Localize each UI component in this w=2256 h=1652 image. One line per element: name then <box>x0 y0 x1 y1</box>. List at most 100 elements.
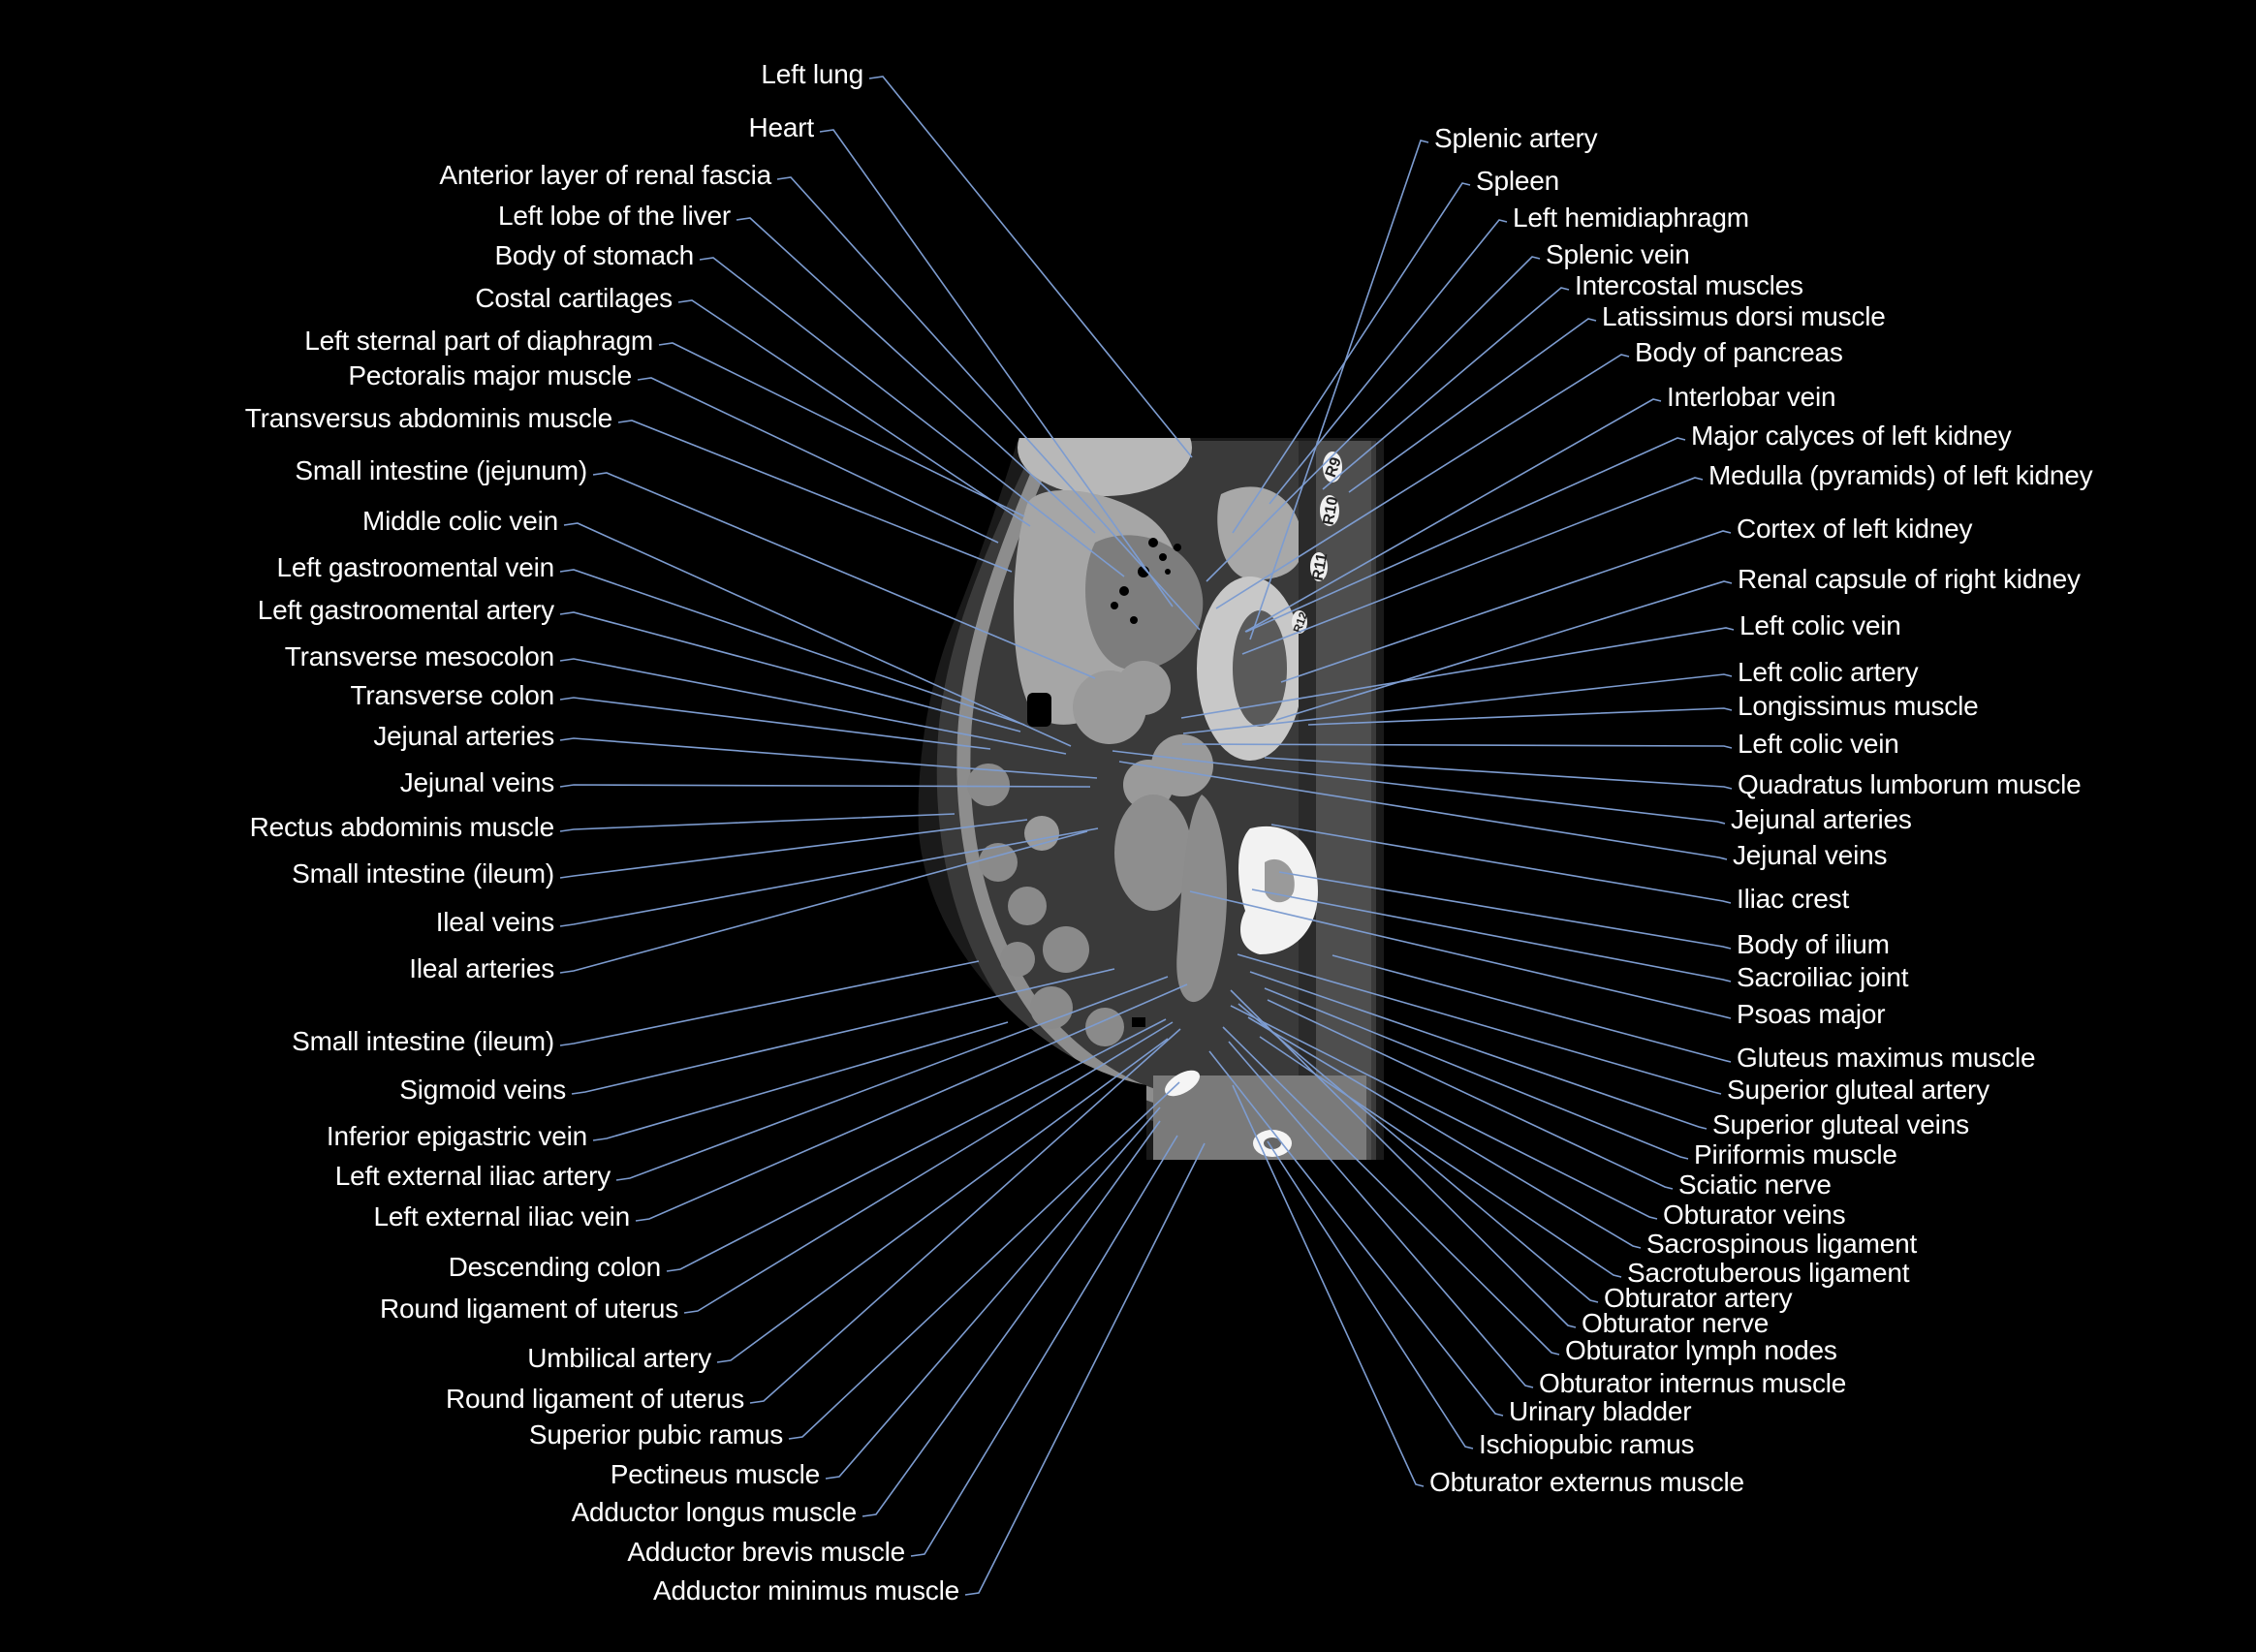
anatomy-label: Jejunal arteries <box>1731 804 1912 834</box>
anatomy-label: Inferior epigastric vein <box>326 1121 587 1151</box>
leader-line <box>615 976 1169 1181</box>
anatomy-label: Adductor minimus muscle <box>653 1575 959 1605</box>
anatomy-label: Left colic vein <box>1738 729 1899 759</box>
leader-line <box>1245 437 1686 633</box>
leader-line <box>1264 757 1733 790</box>
anatomy-label: Latissimus dorsi muscle <box>1602 301 1886 331</box>
leader-line <box>592 1021 1009 1141</box>
anatomy-label: Renal capsule of right kidney <box>1738 564 2081 594</box>
anatomy-label: Sigmoid veins <box>399 1075 566 1105</box>
anatomy-label: Umbilical artery <box>527 1343 711 1373</box>
anatomy-label: Piriformis muscle <box>1694 1139 1897 1169</box>
anatomy-label: Transverse colon <box>350 680 554 710</box>
anatomy-label: Interlobar vein <box>1667 382 1836 412</box>
leader-line <box>825 1107 1161 1480</box>
leader-line <box>571 968 1115 1095</box>
leader-line <box>1348 318 1597 493</box>
anatomy-label: Obturator lymph nodes <box>1565 1335 1837 1365</box>
leader-line <box>559 830 1088 974</box>
leader-line <box>617 420 1013 573</box>
anatomy-label: Obturator veins <box>1663 1200 1846 1230</box>
anatomy-label: Left gastroomental vein <box>276 552 555 582</box>
leader-line <box>1251 888 1732 982</box>
anatomy-label: Ileal arteries <box>409 953 554 983</box>
leader-line <box>677 299 1031 527</box>
leader-line <box>1206 256 1541 582</box>
anatomy-label: Small intestine (jejunum) <box>295 455 587 485</box>
anatomy-label: Middle colic vein <box>361 506 558 536</box>
leader-line <box>1264 987 1689 1160</box>
leader-line <box>1238 1003 1599 1303</box>
leader-line <box>1237 953 1722 1095</box>
leader-line <box>1244 398 1662 633</box>
leader-line <box>1247 1016 1642 1249</box>
anatomy-label: Quadratus lumborum muscle <box>1738 769 2082 799</box>
leader-line <box>559 827 1099 927</box>
anatomy-label: Urinary bladder <box>1509 1396 1692 1426</box>
ct-scan <box>918 438 1384 1160</box>
anatomy-label: Pectoralis major muscle <box>348 360 632 390</box>
anatomy-label: Body of stomach <box>494 240 694 270</box>
anatomy-label: Medulla (pyramids) of left kidney <box>1708 460 2093 490</box>
anatomy-label: Sacroiliac joint <box>1737 962 1909 992</box>
leader-line <box>1189 890 1732 1019</box>
leader-line <box>658 342 1025 517</box>
leader-line <box>1280 530 1732 683</box>
svg-text:R10: R10 <box>1321 495 1342 526</box>
anatomy-label: Jejunal veins <box>399 767 554 797</box>
anatomy-label: Obturator externus muscle <box>1429 1467 1744 1497</box>
leader-line <box>1118 761 1728 860</box>
anatomy-label: Ischiopubic ramus <box>1479 1429 1695 1459</box>
anatomy-label: Small intestine (ileum) <box>292 858 554 888</box>
anatomy-label: Pectineus muscle <box>610 1459 820 1489</box>
leader-line <box>788 1081 1180 1440</box>
leader-line <box>1222 1026 1560 1356</box>
leader-line <box>1278 871 1732 950</box>
leader-line <box>736 217 1096 534</box>
anatomy-label: Anterior layer of renal fascia <box>439 160 771 190</box>
leader-line <box>776 176 1201 631</box>
anatomy-label: Descending colon <box>448 1252 662 1282</box>
anatomy-label: Body of pancreas <box>1635 337 1843 367</box>
leader-line <box>559 737 1098 779</box>
leader-line <box>1180 627 1735 719</box>
leader-line <box>716 1038 1169 1363</box>
rib-markers: R9 R10 R11 R12 <box>1291 452 1345 635</box>
leader-line <box>699 257 1125 577</box>
leader-line <box>559 813 956 832</box>
leader-line <box>1322 287 1570 490</box>
leader-line <box>1181 743 1733 749</box>
leader-line <box>683 1021 1174 1314</box>
anatomy-label: Iliac crest <box>1737 884 1850 914</box>
anatomy-label: Left sternal part of diaphragm <box>304 326 653 356</box>
anatomy-label: Superior pubic ramus <box>528 1419 783 1449</box>
anatomy-label: Left hemidiaphragm <box>1513 203 1749 233</box>
anatomy-label: Sciatic nerve <box>1678 1169 1832 1200</box>
anatomy-label: Sacrotuberous ligament <box>1627 1258 1910 1288</box>
leader-line <box>1259 1036 1622 1278</box>
anatomy-label: Superior gluteal artery <box>1727 1075 1990 1105</box>
leader-line <box>1230 989 1577 1328</box>
leader-line <box>1249 140 1429 640</box>
anatomy-label: Superior gluteal veins <box>1712 1109 1969 1139</box>
svg-text:R9: R9 <box>1323 455 1345 480</box>
leader-line <box>1269 219 1508 505</box>
anatomy-label: Body of ilium <box>1737 929 1890 959</box>
leader-line <box>964 1142 1206 1596</box>
leader-line <box>1215 354 1630 609</box>
leader-line <box>1112 750 1726 825</box>
anatomy-label: Major calyces of left kidney <box>1691 421 2012 451</box>
anatomy-label: Round ligament of uterus <box>445 1384 744 1414</box>
anatomy-label: Cortex of left kidney <box>1737 514 1973 544</box>
leader-line <box>563 522 1072 747</box>
leader-line <box>862 1120 1161 1517</box>
anatomy-label: Left external iliac artery <box>334 1161 611 1191</box>
anatomy-label: Rectus abdominis muscle <box>249 812 555 842</box>
anatomy-label: Splenic vein <box>1546 239 1690 269</box>
anatomy-label: Costal cartilages <box>475 283 673 313</box>
anatomy-label: Left lobe of the liver <box>498 201 731 231</box>
leader-line <box>635 983 1188 1222</box>
anatomy-label: Psoas major <box>1737 999 1886 1029</box>
anatomy-label: Left external iliac vein <box>373 1201 631 1231</box>
anatomy-label: Obturator artery <box>1604 1283 1793 1313</box>
